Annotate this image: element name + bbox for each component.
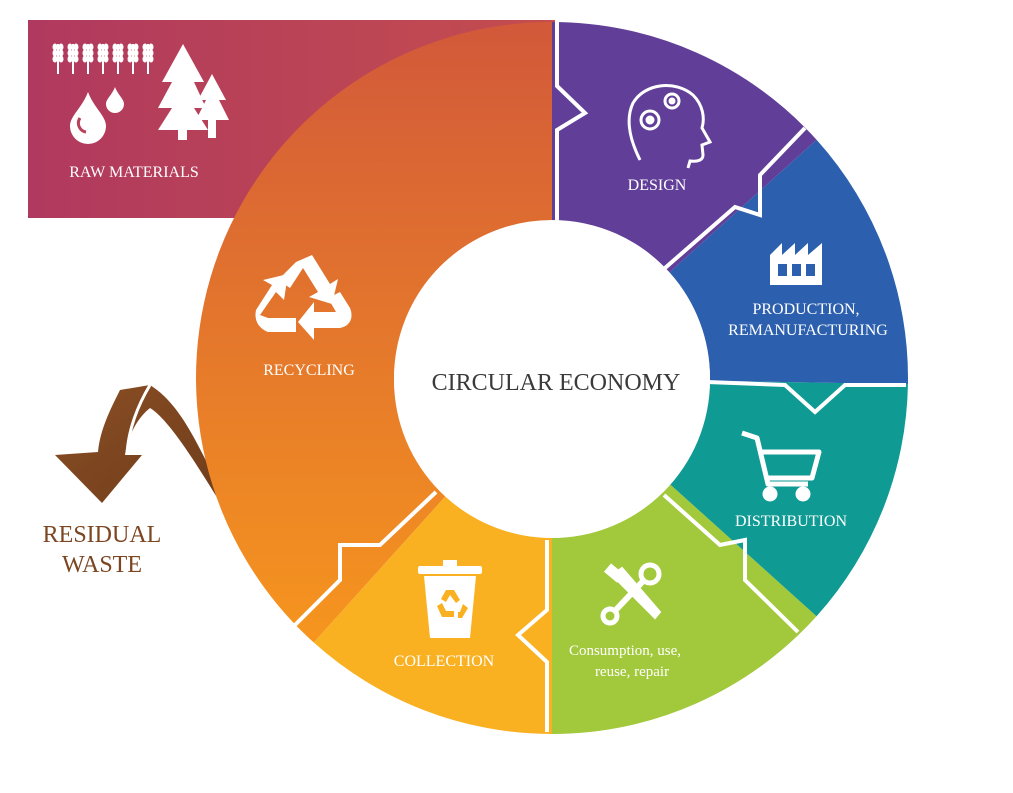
segment-separators xyxy=(293,20,906,732)
production-label-line1: PRODUCTION, xyxy=(752,301,859,318)
residual-waste-label-line1: RESIDUAL xyxy=(43,522,162,548)
design-label: DESIGN xyxy=(628,177,687,194)
center-title: CIRCULAR ECONOMY xyxy=(432,370,681,396)
segment-recycling xyxy=(196,22,552,643)
segment-design xyxy=(552,22,817,273)
wheat-stalk-icon xyxy=(112,43,124,74)
wheat-icon xyxy=(52,43,154,74)
segment-distribution xyxy=(669,380,908,617)
consumption-label-line1: Consumption, use, xyxy=(569,643,681,659)
wheat-stalk-icon xyxy=(82,43,94,74)
collection-label: COLLECTION xyxy=(394,653,495,670)
recycling-label: RECYCLING xyxy=(263,362,355,379)
center-circle xyxy=(394,222,710,538)
consumption-label-line2: reuse, repair xyxy=(595,664,669,680)
residual-waste-arrow xyxy=(55,384,230,510)
factory-icon xyxy=(770,243,822,285)
head-gears-icon xyxy=(627,84,713,169)
wheat-stalk-icon xyxy=(67,43,79,74)
wheat-stalk-icon xyxy=(97,43,109,74)
recycle-icon xyxy=(255,255,352,340)
raw-materials-label: RAW MATERIALS xyxy=(69,164,199,181)
shopping-cart-icon xyxy=(741,430,822,502)
residual-waste-label-line2: WASTE xyxy=(62,552,142,578)
wheat-stalk-icon xyxy=(142,43,154,74)
recycle-bin-icon xyxy=(418,560,482,638)
wheat-stalk-icon xyxy=(127,43,139,74)
production-label-line2: REMANUFACTURING xyxy=(728,322,888,339)
water-drops-icon xyxy=(70,87,124,144)
wrench-screwdriver-icon xyxy=(600,562,662,626)
distribution-label: DISTRIBUTION xyxy=(735,513,847,530)
segment-consumption xyxy=(552,483,817,734)
trees-icon xyxy=(158,44,229,140)
wheat-stalk-icon xyxy=(52,43,64,74)
